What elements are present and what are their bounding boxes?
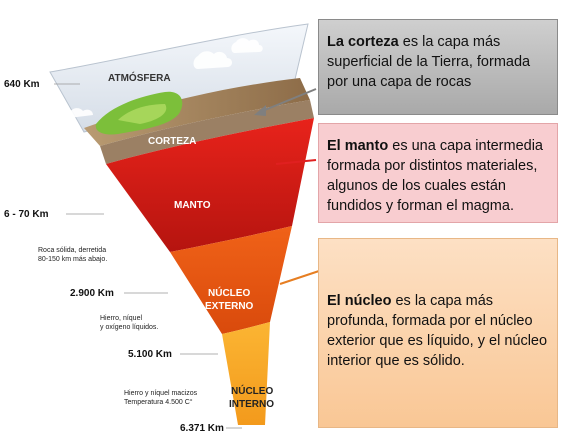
atmosphere-cloud xyxy=(193,51,233,69)
depth-5100-label: 5.100 Km xyxy=(128,349,172,360)
crust-layer xyxy=(100,100,314,164)
land-green-inner xyxy=(118,104,167,124)
mantle-layer xyxy=(106,118,314,252)
depth-2900-label: 2.900 Km xyxy=(70,288,114,299)
depth-6371-label: 6.371 Km xyxy=(180,423,224,434)
arrow-corteza xyxy=(259,88,317,113)
nucleo-term: El núcleo xyxy=(327,293,392,309)
manto-term: El manto xyxy=(327,138,389,154)
corteza-info-box: La corteza es la capa más superficial de… xyxy=(318,19,558,115)
atmosfera-label: ATMÓSFERA xyxy=(108,73,171,84)
corteza-term: La corteza xyxy=(327,34,399,50)
depth-6-70-label: 6 - 70 Km xyxy=(4,209,49,220)
nucleo-interno-label-2: INTERNO xyxy=(229,399,274,410)
arrow-corteza-head xyxy=(254,105,266,116)
interno-note-2: Temperatura 4.500 C° xyxy=(124,399,193,406)
manto-description: es una capa intermedia formada por disti… xyxy=(327,138,543,214)
arrow-manto xyxy=(275,159,317,165)
atmosphere-cloud xyxy=(66,108,93,118)
depth-640-label: 640 Km xyxy=(4,79,40,90)
nucleo-externo-label-2: EXTERNO xyxy=(205,301,254,312)
externo-note-1: Hierro, níquel xyxy=(100,315,143,322)
atmosphere-cloud xyxy=(231,38,263,53)
externo-note-2: y oxígeno líquidos. xyxy=(100,324,159,331)
nucleo-externo-label-1: NÚCLEO xyxy=(208,288,251,299)
interno-note-1: Hierro y níquel macizos xyxy=(124,390,198,397)
manto-label: MANTO xyxy=(174,200,211,211)
corteza-label: CORTEZA xyxy=(148,136,197,147)
manto-note-2: 80-150 km más abajo. xyxy=(38,256,108,263)
nucleo-interno-label-1: NÚCLEO xyxy=(231,386,274,397)
nucleo-description: es la capa más profunda, formada por el … xyxy=(327,293,548,369)
nucleo-info-box: El núcleo es la capa más profunda, forma… xyxy=(318,238,558,428)
corteza-description: es la capa más superficial de la Tierra,… xyxy=(327,34,531,90)
inner-core-layer xyxy=(222,322,270,425)
outer-core-layer xyxy=(170,226,292,334)
manto-info-box: El manto es una capa intermedia formada … xyxy=(318,123,558,223)
manto-note-1: Roca sólida, derretida xyxy=(38,247,107,254)
